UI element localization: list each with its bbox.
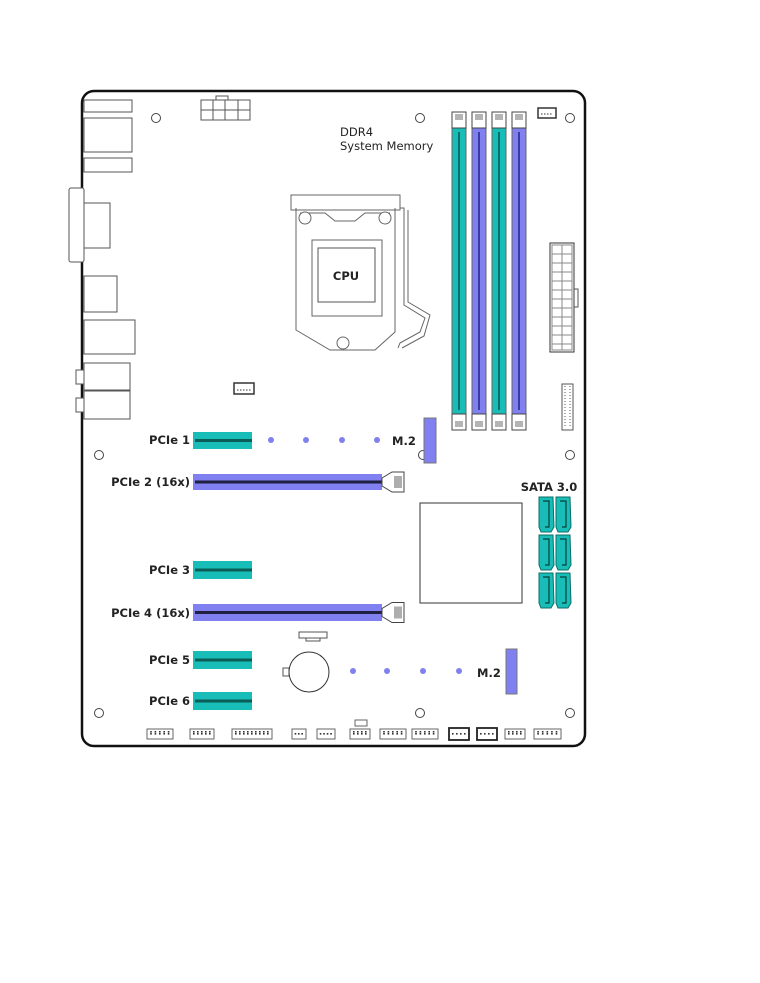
pin-header xyxy=(504,728,526,740)
pcie-latch xyxy=(381,602,405,623)
sata-ports xyxy=(538,496,572,609)
pin-header xyxy=(146,728,174,740)
atx-24pin-connector xyxy=(549,242,579,353)
cpu-label: CPU xyxy=(333,269,359,283)
sata-port-2 xyxy=(555,496,572,533)
m2-slot-top xyxy=(423,417,437,464)
bottom-headers xyxy=(146,719,562,741)
cpu-power-connector xyxy=(200,95,251,121)
pin-header xyxy=(411,728,439,740)
mount-holes xyxy=(94,113,575,718)
pcie-slot-6 xyxy=(193,692,252,710)
fan-header-top xyxy=(537,107,557,119)
pcie-slot-1 xyxy=(193,432,252,449)
pin-header xyxy=(379,728,407,740)
m2-top-label: M.2 xyxy=(392,434,416,448)
dimm-slot-4 xyxy=(511,111,527,431)
sata-port-5 xyxy=(538,572,555,609)
dimm-slot-3 xyxy=(491,111,507,431)
sata-port-1 xyxy=(538,496,555,533)
jumper xyxy=(354,719,368,727)
dimm-slot-1 xyxy=(451,111,467,431)
fan-header-cpu xyxy=(233,382,255,395)
dimm-slot-2 xyxy=(471,111,487,431)
fan-header xyxy=(476,727,498,741)
rear-io-panel xyxy=(68,99,136,420)
pcie-5-label: PCIe 5 xyxy=(149,653,190,667)
pcie-1-label: PCIe 1 xyxy=(149,433,190,447)
pcie-3-label: PCIe 3 xyxy=(149,563,190,577)
m2-standoffs-bottom xyxy=(350,668,462,674)
pcie-6-label: PCIe 6 xyxy=(149,694,190,708)
memory-label-line1: DDR4 xyxy=(340,125,373,139)
pcie-slot-5 xyxy=(193,651,252,669)
sata-port-4 xyxy=(555,534,572,571)
front-panel-header xyxy=(561,383,574,431)
board-outline xyxy=(80,89,587,748)
pcie-slot-2 xyxy=(193,471,405,493)
fan-header xyxy=(448,727,470,741)
pcie-slot-4 xyxy=(193,602,405,623)
cmos-battery xyxy=(282,651,330,693)
pcie-latch xyxy=(381,471,405,493)
small-header-mid xyxy=(298,631,328,642)
pin-header xyxy=(231,728,273,740)
pin-header xyxy=(316,728,336,740)
vga-port xyxy=(68,187,85,263)
pcie-slots: PCIe 1 PCIe 2 (16x) PCIe 3 PCIe 4 (16x) … xyxy=(111,432,405,710)
pin-header xyxy=(349,728,371,740)
dimm-slots xyxy=(451,111,527,431)
sata-port-6 xyxy=(555,572,572,609)
m2-slot-bottom xyxy=(505,648,518,695)
pin-header xyxy=(291,728,307,740)
pcie-2-label: PCIe 2 (16x) xyxy=(111,475,190,489)
memory-label-line2: System Memory xyxy=(340,139,434,153)
m2-standoffs-top xyxy=(268,437,380,443)
sata-port-3 xyxy=(538,534,555,571)
pcie-4-label: PCIe 4 (16x) xyxy=(111,606,190,620)
pin-header xyxy=(189,728,215,740)
chipset xyxy=(419,502,523,604)
pcie-slot-3 xyxy=(193,561,252,579)
sata-label: SATA 3.0 xyxy=(521,480,578,494)
m2-bottom-label: M.2 xyxy=(477,666,501,680)
cpu-socket xyxy=(290,194,431,351)
pin-header xyxy=(533,728,562,740)
